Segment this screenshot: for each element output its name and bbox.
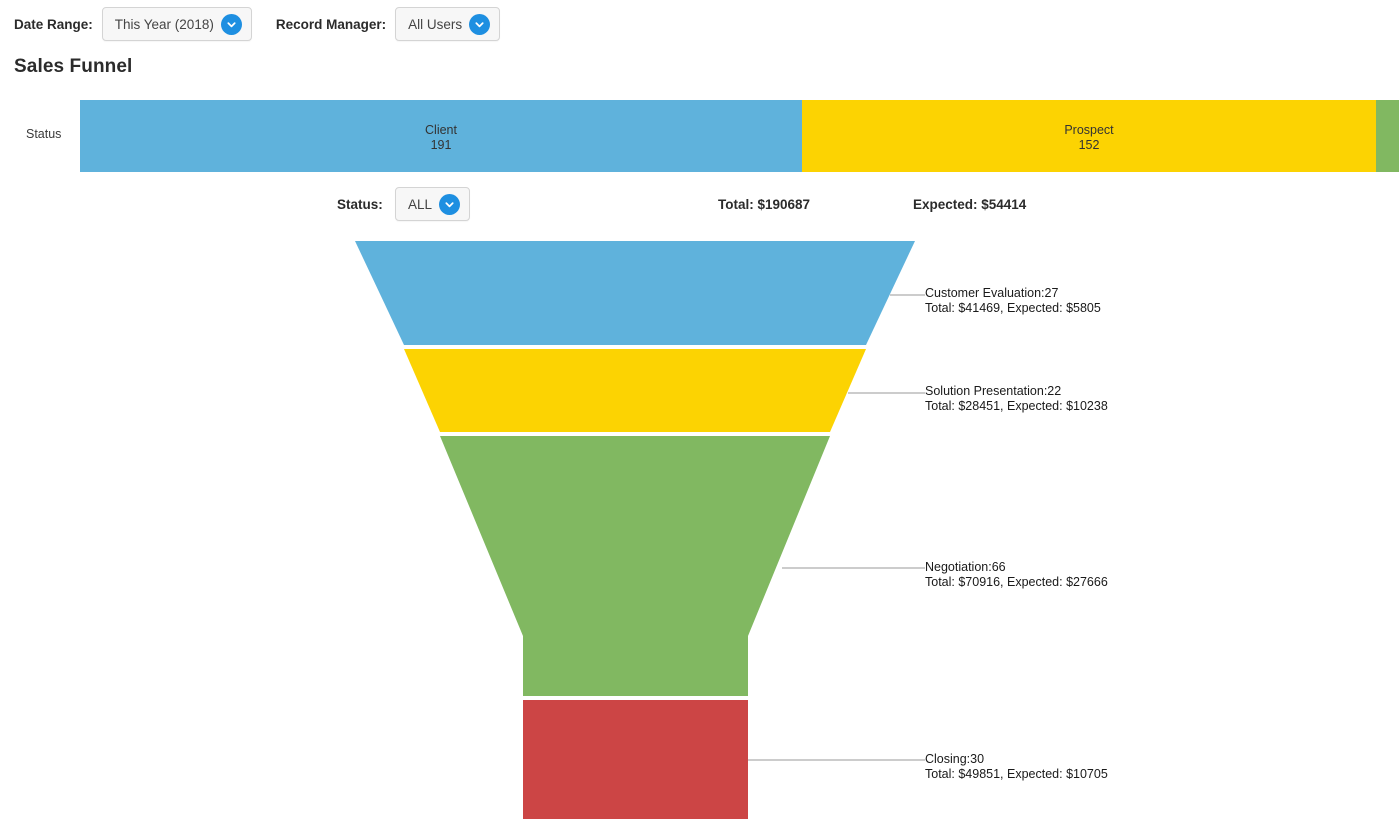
record-manager-dropdown[interactable]: All Users (395, 7, 501, 41)
sales-funnel-chart: Customer Evaluation:27 Total: $41469, Ex… (0, 230, 1399, 839)
funnel-status-value: ALL (408, 196, 433, 212)
status-segment-client-text: Client 191 (80, 124, 802, 152)
status-axis-label: Status (26, 127, 62, 141)
status-segment-other[interactable] (1376, 100, 1399, 172)
funnel-svg (355, 241, 925, 819)
chevron-down-icon (469, 13, 491, 35)
funnel-segment-solution-presentation[interactable] (404, 349, 866, 432)
chevron-down-icon (220, 13, 242, 35)
status-segment-client-label: Client (425, 123, 457, 137)
funnel-status-dropdown[interactable]: ALL (395, 187, 471, 221)
status-segment-prospect[interactable]: Prospect 152 (802, 100, 1376, 172)
date-range-value: This Year (2018) (114, 16, 214, 32)
record-manager-value: All Users (408, 16, 463, 32)
status-segment-client-value: 191 (430, 138, 452, 152)
status-segment-prospect-text: Prospect 152 (802, 124, 1376, 152)
funnel-segment-customer-evaluation[interactable] (355, 241, 915, 345)
funnel-total-amount: Total: $190687 (718, 197, 811, 212)
status-segment-other-text (1376, 124, 1399, 126)
status-segment-prospect-label: Prospect (1064, 123, 1114, 137)
date-range-label: Date Range: (14, 16, 93, 32)
status-segment-client[interactable]: Client 191 (80, 100, 802, 172)
page-title: Sales Funnel (14, 56, 133, 77)
record-manager-filter: Record Manager: All Users (275, 7, 501, 41)
status-stacked-bar: Client 191 Prospect 152 (80, 100, 1399, 172)
record-manager-label: Record Manager: (275, 16, 387, 32)
date-range-dropdown[interactable]: This Year (2018) (101, 7, 252, 41)
funnel-status-label: Status: (337, 197, 383, 212)
funnel-segment-negotiation[interactable] (440, 436, 830, 696)
date-range-filter: Date Range: This Year (2018) (14, 7, 252, 41)
status-segment-prospect-value: 152 (1078, 138, 1100, 152)
filter-bar: Date Range: This Year (2018) Record Mana… (0, 0, 1399, 48)
funnel-segment-closing[interactable] (523, 700, 748, 819)
chevron-down-icon (439, 193, 461, 215)
funnel-totals-row: Status: ALL Total: $190687 Expected: $54… (0, 187, 1399, 225)
funnel-expected-amount: Expected: $54414 (913, 197, 1027, 212)
